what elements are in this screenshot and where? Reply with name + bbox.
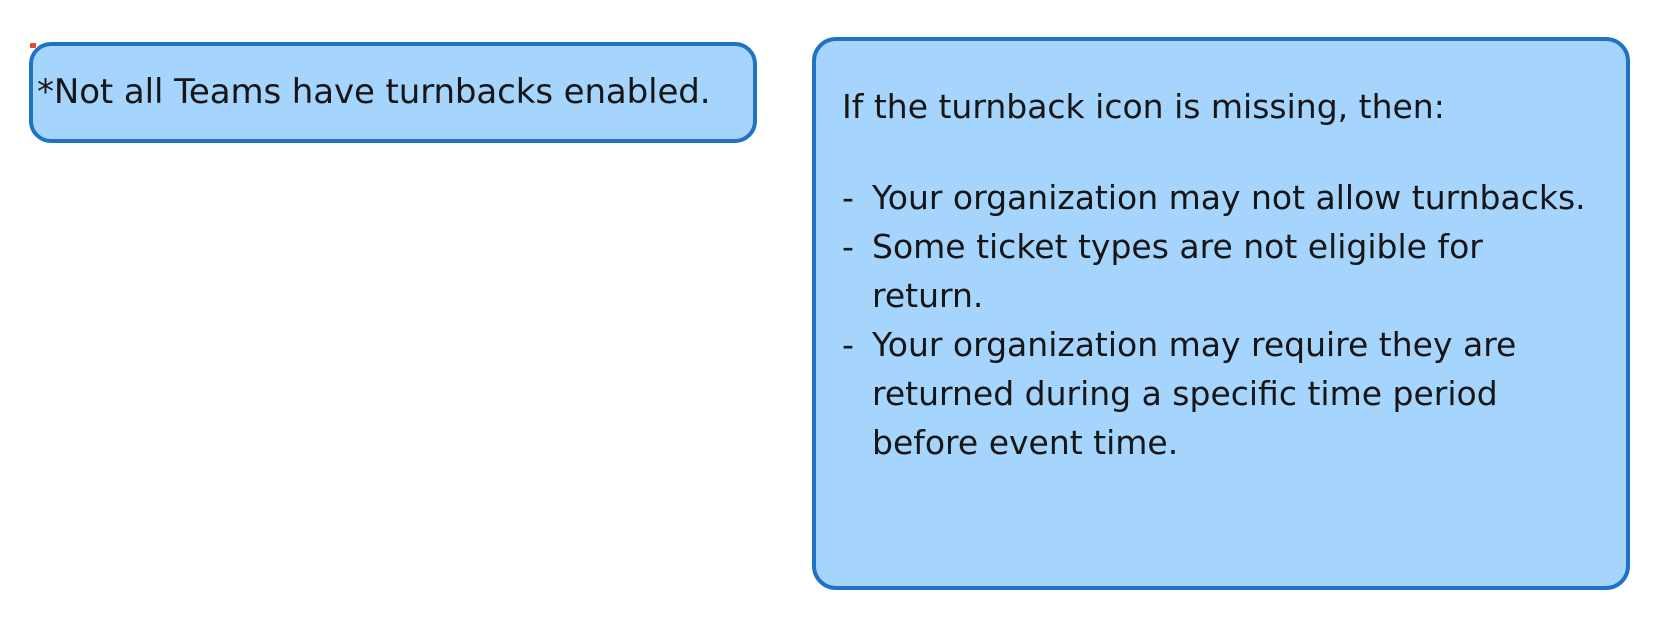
bullet-dash-icon: - — [842, 177, 854, 217]
list-item: - Your organization may require they are… — [842, 320, 1598, 467]
note-callout-text: *Not all Teams have turnbacks enabled. — [37, 71, 711, 112]
list-item: - Your organization may not allow turnba… — [842, 173, 1598, 222]
detail-callout-box[interactable]: If the turnback icon is missing, then: -… — [812, 37, 1630, 590]
list-item-text: Your organization may not allow turnback… — [872, 177, 1586, 217]
detail-callout-heading: If the turnback icon is missing, then: — [842, 87, 1445, 126]
corner-artifact-marker — [30, 43, 36, 48]
list-item: - Some ticket types are not eligible for… — [842, 222, 1598, 320]
list-item-text: Some ticket types are not eligible for r… — [872, 226, 1483, 315]
bullet-dash-icon: - — [842, 226, 854, 266]
list-item-text: Your organization may require they are r… — [872, 324, 1517, 462]
note-callout-box[interactable]: *Not all Teams have turnbacks enabled. — [29, 42, 757, 143]
bullet-dash-icon: - — [842, 324, 854, 364]
detail-bullet-list: - Your organization may not allow turnba… — [842, 173, 1598, 467]
